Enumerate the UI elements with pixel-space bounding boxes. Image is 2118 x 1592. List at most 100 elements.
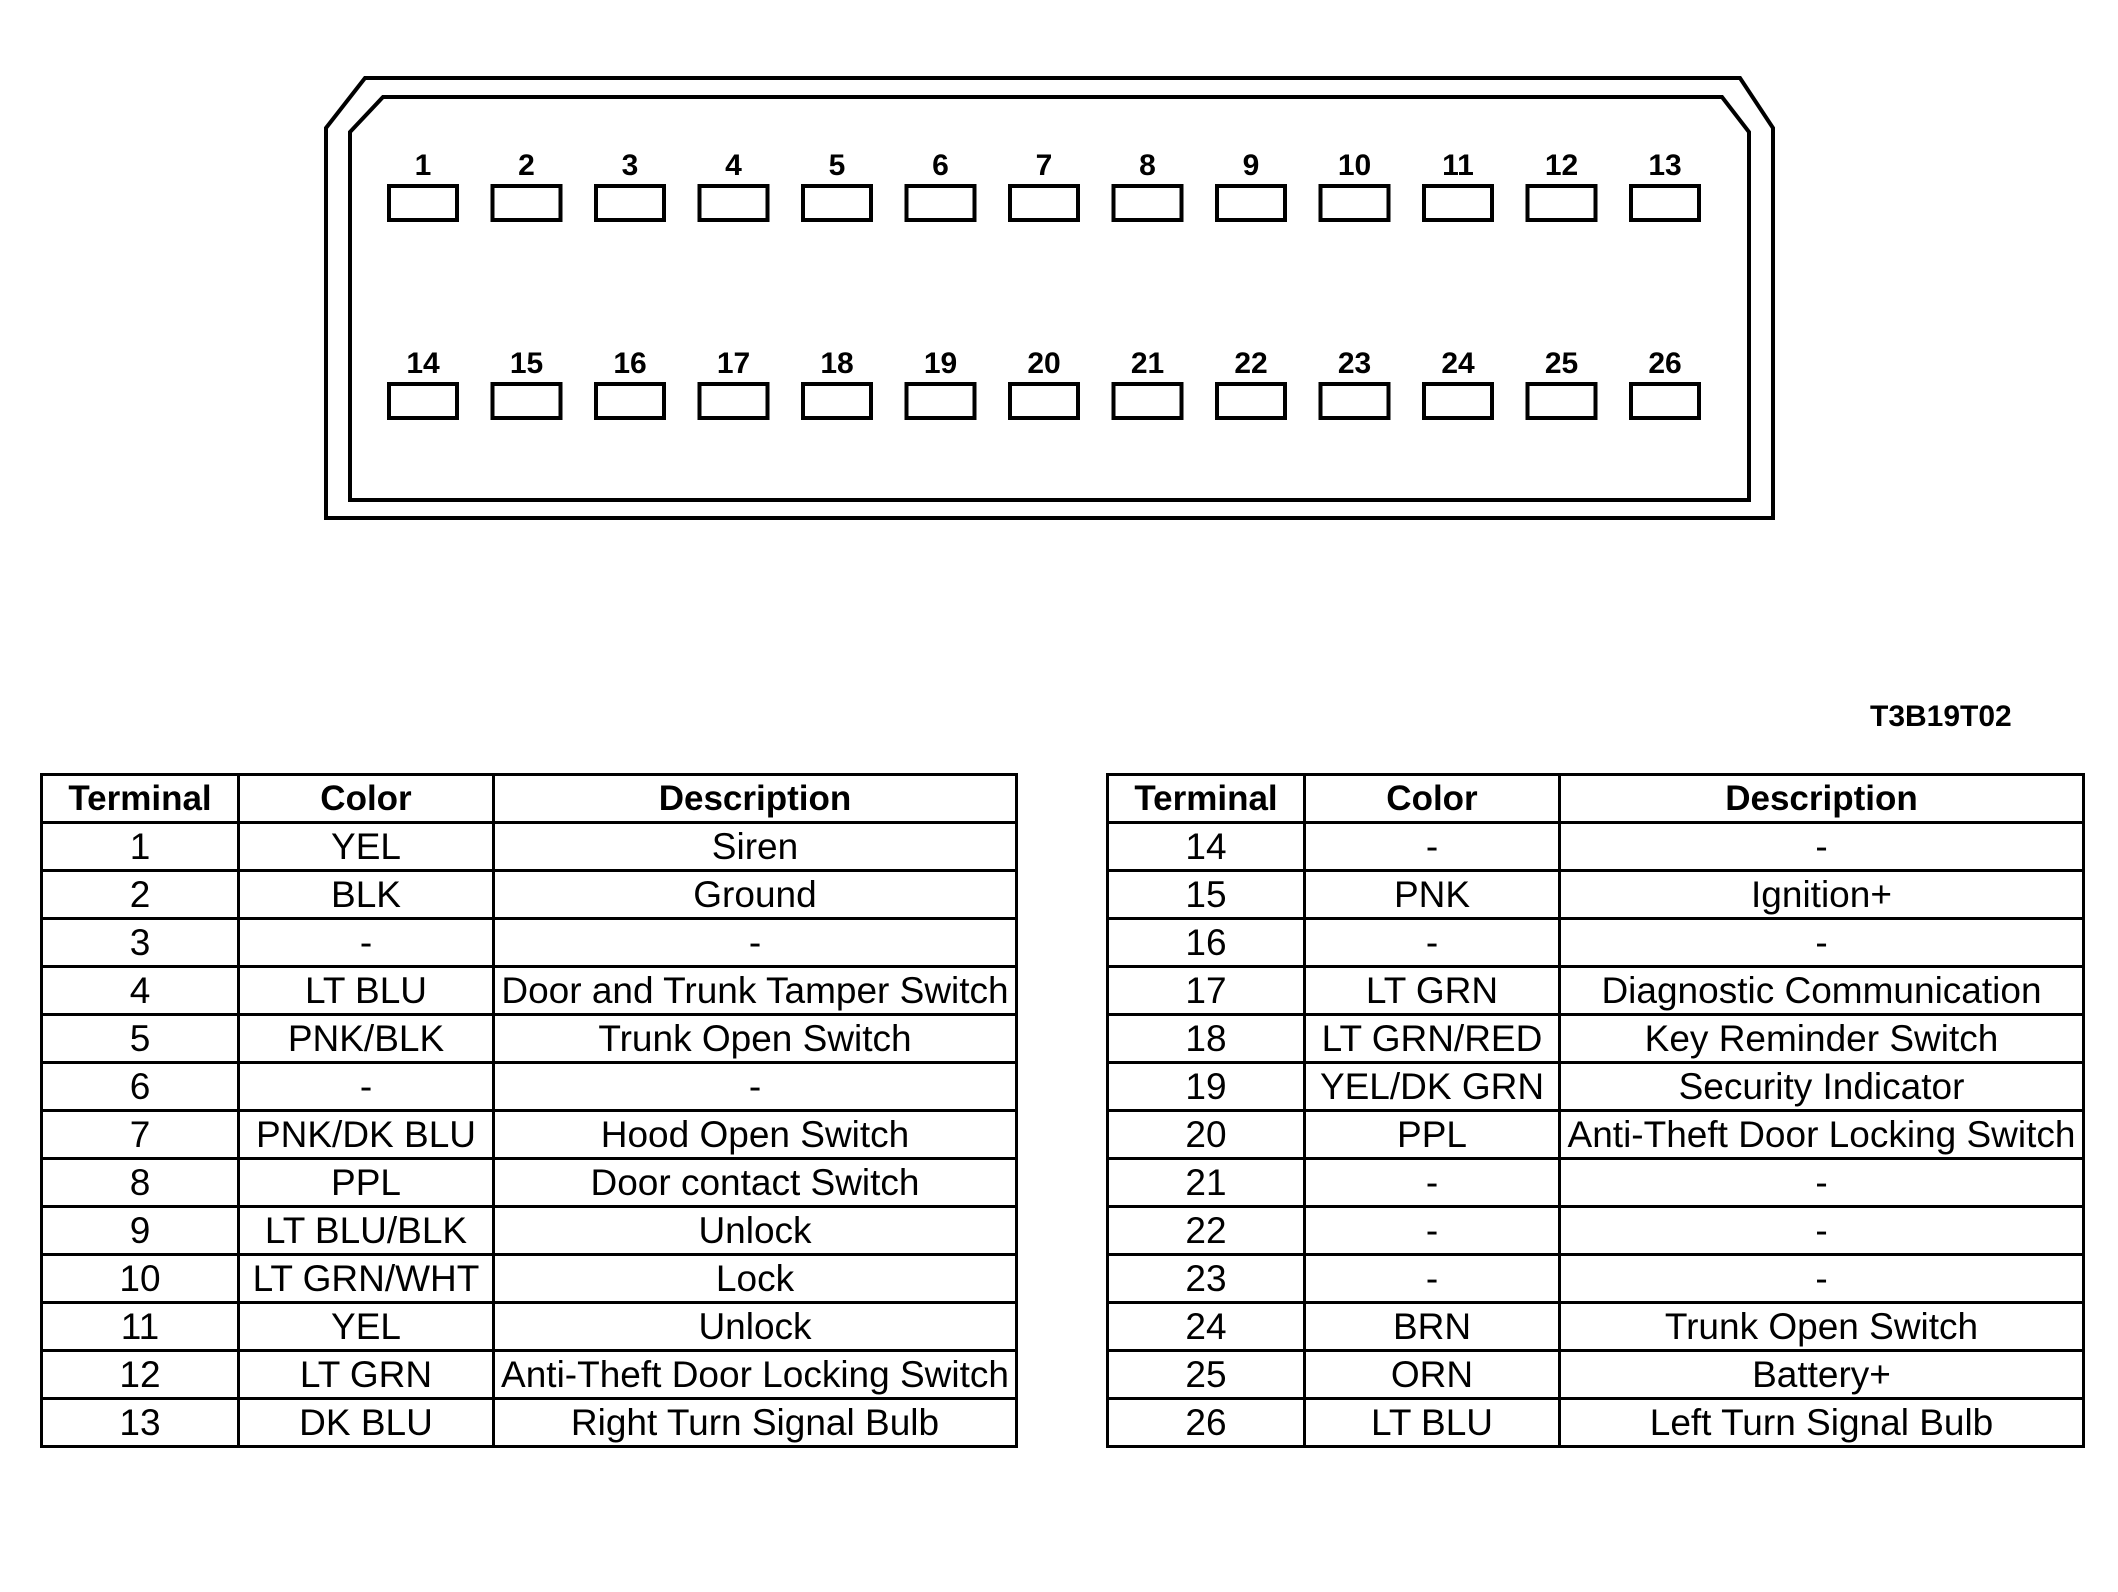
description-cell: Trunk Open Switch	[492, 1013, 1018, 1064]
table-row: 14--	[1106, 821, 2085, 872]
terminal-cell: 20	[1106, 1109, 1306, 1160]
color-cell: PNK	[1303, 869, 1561, 920]
terminal-cell: 2	[40, 869, 240, 920]
table-row: 3--	[40, 917, 1018, 968]
pin-cavity	[594, 382, 666, 420]
pin-number-label: 5	[829, 149, 846, 182]
header-terminal: Terminal	[1106, 773, 1306, 824]
description-cell: Security Indicator	[1558, 1061, 2085, 1112]
table-row: 16--	[1106, 917, 2085, 968]
pin-number-label: 24	[1441, 347, 1475, 380]
color-cell: -	[1303, 1205, 1561, 1256]
pin-number-label: 3	[622, 149, 639, 182]
color-cell: PNK/DK BLU	[237, 1109, 495, 1160]
terminal-cell: 6	[40, 1061, 240, 1112]
pin-cavity	[490, 382, 563, 420]
pin-cavity	[697, 382, 770, 420]
terminal-cell: 9	[40, 1205, 240, 1256]
pin-cavity	[904, 382, 977, 420]
terminal-cell: 15	[1106, 869, 1306, 920]
table-row: 6--	[40, 1061, 1018, 1112]
pin-cavity	[1629, 184, 1701, 222]
pin-number-label: 14	[406, 347, 440, 380]
description-cell: -	[492, 1061, 1018, 1112]
terminal-cell: 22	[1106, 1205, 1306, 1256]
description-cell: Lock	[492, 1253, 1018, 1304]
terminal-cell: 21	[1106, 1157, 1306, 1208]
terminal-cell: 4	[40, 965, 240, 1016]
description-cell: Siren	[492, 821, 1018, 872]
pin-number-label: 2	[518, 149, 535, 182]
reference-code: T3B19T02	[1870, 700, 2012, 733]
pin-cavity	[1008, 184, 1080, 222]
color-cell: YEL	[237, 821, 495, 872]
pin-cavity	[1422, 184, 1494, 222]
description-cell: Left Turn Signal Bulb	[1558, 1397, 2085, 1448]
color-cell: DK BLU	[237, 1397, 495, 1448]
pin-number-label: 21	[1131, 347, 1164, 380]
pin-number-label: 23	[1338, 347, 1371, 380]
color-cell: BRN	[1303, 1301, 1561, 1352]
pin-number-label: 22	[1234, 347, 1267, 380]
pin-number-label: 11	[1442, 149, 1474, 182]
terminal-cell: 12	[40, 1349, 240, 1400]
color-cell: YEL	[237, 1301, 495, 1352]
color-cell: YEL/DK GRN	[1303, 1061, 1561, 1112]
description-cell: Trunk Open Switch	[1558, 1301, 2085, 1352]
pin-number-label: 16	[613, 347, 646, 380]
color-cell: -	[1303, 1253, 1561, 1304]
pin-cavity	[904, 184, 977, 222]
terminal-cell: 1	[40, 821, 240, 872]
terminal-cell: 14	[1106, 821, 1306, 872]
pin-number-label: 6	[932, 149, 949, 182]
pin-cavity	[801, 184, 873, 222]
color-cell: LT GRN/RED	[1303, 1013, 1561, 1064]
pin-cavity	[594, 184, 666, 222]
pin-number-label: 18	[820, 347, 853, 380]
pin-cavity	[1318, 382, 1391, 420]
pin-cavity	[490, 184, 563, 222]
color-cell: LT GRN	[237, 1349, 495, 1400]
pin-number-label: 26	[1648, 347, 1681, 380]
terminal-cell: 17	[1106, 965, 1306, 1016]
description-cell: -	[1558, 1205, 2085, 1256]
color-cell: LT GRN/WHT	[237, 1253, 495, 1304]
pin-number-label: 1	[415, 149, 432, 182]
pin-number-label: 10	[1338, 149, 1371, 182]
table-header-row: Terminal Color Description	[40, 773, 1018, 824]
color-cell: LT BLU/BLK	[237, 1205, 495, 1256]
pin-cavity	[1111, 382, 1184, 420]
pin-cavity	[1215, 382, 1287, 420]
terminal-cell: 23	[1106, 1253, 1306, 1304]
pin-number-label: 7	[1036, 149, 1053, 182]
connector-inner-outline	[348, 95, 1751, 502]
pin-number-label: 4	[725, 149, 742, 182]
pin-cavity	[697, 184, 770, 222]
description-cell: Battery+	[1558, 1349, 2085, 1400]
table-header-row: Terminal Color Description	[1106, 773, 2085, 824]
header-description: Description	[492, 773, 1018, 824]
pin-number-label: 13	[1648, 149, 1681, 182]
pin-number-label: 8	[1139, 149, 1156, 182]
table-row: 21--	[1106, 1157, 2085, 1208]
pin-cavity	[1629, 382, 1701, 420]
color-cell: LT BLU	[237, 965, 495, 1016]
color-cell: PNK/BLK	[237, 1013, 495, 1064]
header-color: Color	[1303, 773, 1561, 824]
description-cell: Unlock	[492, 1205, 1018, 1256]
